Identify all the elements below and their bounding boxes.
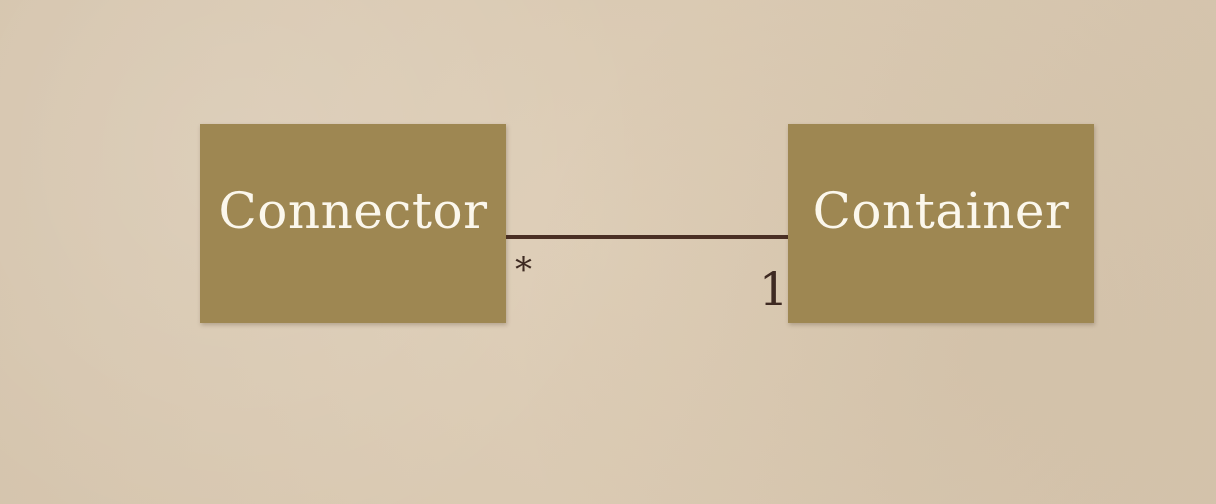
class-box-connector[interactable]: Connector (200, 124, 506, 323)
class-label-connector: Connector (218, 182, 488, 240)
multiplicity-container-end: 1 (759, 262, 789, 316)
multiplicity-connector-end: * (515, 250, 532, 290)
association-line (506, 235, 788, 239)
class-box-container[interactable]: Container (788, 124, 1094, 323)
class-label-container: Container (812, 182, 1070, 240)
